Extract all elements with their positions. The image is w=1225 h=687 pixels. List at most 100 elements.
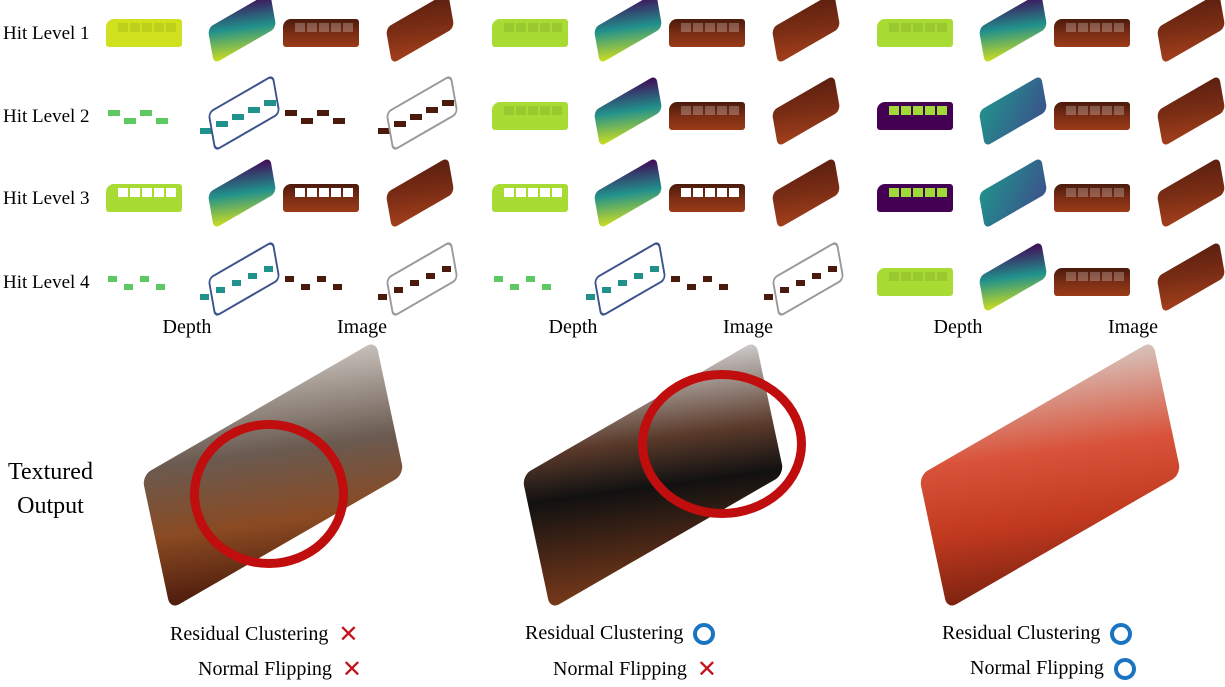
image-iso-thumbnail bbox=[374, 74, 459, 152]
depth-iso-thumbnail bbox=[196, 74, 281, 152]
window bbox=[1078, 106, 1088, 115]
bus-body bbox=[593, 75, 663, 147]
window bbox=[913, 272, 923, 281]
bus-body bbox=[771, 0, 841, 64]
depth-side-thumbnail bbox=[490, 254, 570, 314]
bus-body bbox=[1054, 184, 1130, 212]
fragment bbox=[156, 118, 168, 124]
window bbox=[1078, 272, 1088, 281]
fragment bbox=[526, 276, 535, 282]
window bbox=[504, 106, 514, 115]
window bbox=[1066, 272, 1076, 281]
window bbox=[1102, 23, 1112, 32]
bus-body bbox=[492, 184, 568, 212]
cross-icon: ✕ bbox=[696, 655, 717, 683]
window bbox=[540, 106, 550, 115]
fragment bbox=[764, 294, 773, 300]
fragment bbox=[394, 121, 406, 127]
criterion-row: Normal Flipping bbox=[970, 657, 1136, 680]
fragment bbox=[510, 284, 519, 290]
window bbox=[729, 23, 739, 32]
image-side-thumbnail bbox=[281, 254, 361, 314]
bus-body bbox=[978, 241, 1048, 313]
fragment bbox=[301, 284, 310, 290]
window bbox=[552, 23, 562, 32]
fragment bbox=[442, 100, 454, 106]
wireframe-frame bbox=[771, 240, 845, 318]
image-iso-thumbnail bbox=[760, 240, 845, 318]
cross-icon: ✕ bbox=[338, 620, 359, 648]
depth-side-thumbnail bbox=[490, 88, 570, 148]
column-label-image: Image bbox=[337, 316, 387, 338]
window bbox=[705, 23, 715, 32]
window bbox=[901, 106, 911, 115]
window bbox=[1066, 106, 1076, 115]
window bbox=[516, 188, 526, 197]
window bbox=[528, 188, 538, 197]
bus-body bbox=[207, 0, 277, 64]
window bbox=[913, 106, 923, 115]
row-label: Hit Level 2 bbox=[3, 106, 90, 127]
bus-body bbox=[1156, 241, 1225, 313]
fragment bbox=[703, 276, 712, 282]
depth-iso-thumbnail bbox=[967, 0, 1048, 65]
image-iso-thumbnail bbox=[374, 240, 459, 318]
window bbox=[343, 188, 353, 197]
image-iso-thumbnail bbox=[760, 75, 841, 148]
fragment bbox=[410, 114, 422, 120]
fragment bbox=[828, 266, 837, 272]
fragment bbox=[140, 276, 149, 282]
fragment bbox=[232, 280, 241, 286]
fragment bbox=[426, 273, 435, 279]
bus-body bbox=[669, 184, 745, 212]
depth-iso-thumbnail bbox=[196, 157, 277, 230]
image-side-thumbnail bbox=[281, 88, 361, 148]
bus-body bbox=[283, 19, 359, 47]
textured-output-line1: Textured bbox=[8, 459, 93, 485]
image-side-thumbnail bbox=[1052, 88, 1132, 148]
fragment bbox=[719, 284, 728, 290]
depth-iso-thumbnail bbox=[582, 157, 663, 230]
window bbox=[504, 23, 514, 32]
window bbox=[516, 106, 526, 115]
image-side-thumbnail bbox=[1052, 170, 1132, 230]
fragment bbox=[650, 266, 659, 272]
image-iso-thumbnail bbox=[1145, 241, 1225, 314]
wireframe-frame bbox=[385, 240, 459, 318]
bus-body bbox=[593, 157, 663, 229]
circle-icon bbox=[1113, 657, 1136, 680]
depth-side-thumbnail bbox=[875, 254, 955, 314]
textured-output-render bbox=[905, 340, 1205, 610]
criterion-label: Normal Flipping bbox=[970, 657, 1104, 679]
circle-icon bbox=[1110, 622, 1133, 645]
window bbox=[1102, 106, 1112, 115]
fragment bbox=[494, 276, 503, 282]
window bbox=[937, 188, 947, 197]
image-iso-thumbnail bbox=[1145, 75, 1225, 148]
window bbox=[937, 272, 947, 281]
window bbox=[889, 188, 899, 197]
window bbox=[1114, 106, 1124, 115]
window bbox=[901, 188, 911, 197]
window bbox=[1114, 23, 1124, 32]
wireframe-frame bbox=[207, 74, 281, 152]
window bbox=[717, 23, 727, 32]
criterion-row: Residual Clustering bbox=[942, 622, 1133, 645]
window bbox=[901, 272, 911, 281]
window bbox=[319, 23, 329, 32]
fragment bbox=[687, 284, 696, 290]
bus-body bbox=[492, 19, 568, 47]
window bbox=[343, 23, 353, 32]
depth-side-thumbnail bbox=[490, 5, 570, 65]
fragment bbox=[317, 276, 326, 282]
bus-body bbox=[385, 157, 455, 229]
bus-body bbox=[877, 184, 953, 212]
row-label: Hit Level 1 bbox=[3, 23, 90, 44]
fragment bbox=[156, 284, 165, 290]
image-side-thumbnail bbox=[281, 170, 361, 230]
window bbox=[937, 106, 947, 115]
cross-icon: ✕ bbox=[341, 655, 362, 683]
window bbox=[516, 23, 526, 32]
depth-side-thumbnail bbox=[490, 170, 570, 230]
fragment bbox=[317, 110, 329, 116]
